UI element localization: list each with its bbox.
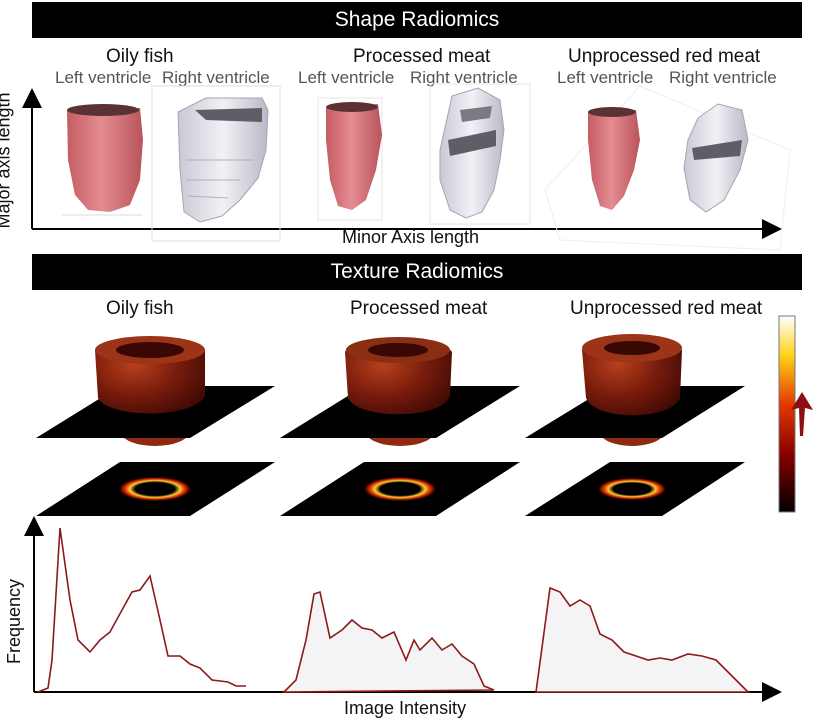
increase-arrow-icon bbox=[791, 392, 813, 436]
minor-axis-label: Minor Axis length bbox=[342, 227, 480, 247]
rv-label-processed-meat: Right ventricle bbox=[410, 68, 518, 87]
rv-label-unprocessed-red-meat: Right ventricle bbox=[669, 68, 777, 87]
lv-frame-processed-meat bbox=[317, 97, 383, 221]
rv-shape-unprocessed-red-meat bbox=[683, 103, 749, 213]
lv-label-processed-meat: Left ventricle bbox=[298, 68, 395, 87]
rv-label-oily-fish: Right ventricle bbox=[162, 68, 270, 87]
frame-unprocessed-red-meat bbox=[544, 85, 791, 251]
lv-shape-processed-meat bbox=[326, 102, 382, 210]
shape-radiomics-banner: Shape Radiomics bbox=[32, 2, 802, 38]
rv-frame-oily-fish bbox=[151, 85, 281, 242]
rv-shape-oily-fish bbox=[177, 97, 269, 223]
histogram-unprocessed-red-meat bbox=[535, 586, 750, 693]
texture-3d-unprocessed-red-meat bbox=[525, 334, 745, 516]
texture-radiomics-banner: Texture Radiomics bbox=[32, 254, 802, 290]
histogram-processed-meat bbox=[282, 590, 495, 693]
texture-group-label-processed-meat: Processed meat bbox=[350, 298, 488, 319]
histogram-oily-fish bbox=[37, 527, 246, 693]
lv-shape-oily-fish bbox=[62, 104, 143, 216]
rv-frame-processed-meat bbox=[429, 83, 531, 225]
shape-radiomics-title: Shape Radiomics bbox=[334, 8, 500, 31]
lv-label-oily-fish: Left ventricle bbox=[55, 68, 152, 87]
shape-group-label-unprocessed-red-meat: Unprocessed red meat bbox=[568, 46, 761, 67]
lv-label-unprocessed-red-meat: Left ventricle bbox=[557, 68, 654, 87]
image-intensity-label: Image Intensity bbox=[344, 698, 467, 718]
texture-group-label-oily-fish: Oily fish bbox=[106, 298, 174, 319]
texture-radiomics-title: Texture Radiomics bbox=[330, 260, 504, 283]
texture-3d-oily-fish bbox=[36, 336, 275, 516]
texture-group-label-unprocessed-red-meat: Unprocessed red meat bbox=[570, 298, 763, 319]
colorbar bbox=[778, 315, 796, 513]
shape-group-label-oily-fish: Oily fish bbox=[106, 46, 174, 67]
texture-3d-processed-meat bbox=[280, 337, 520, 516]
shape-group-label-processed-meat: Processed meat bbox=[353, 46, 491, 67]
lv-shape-unprocessed-red-meat bbox=[588, 107, 640, 210]
rv-shape-processed-meat bbox=[439, 87, 505, 219]
